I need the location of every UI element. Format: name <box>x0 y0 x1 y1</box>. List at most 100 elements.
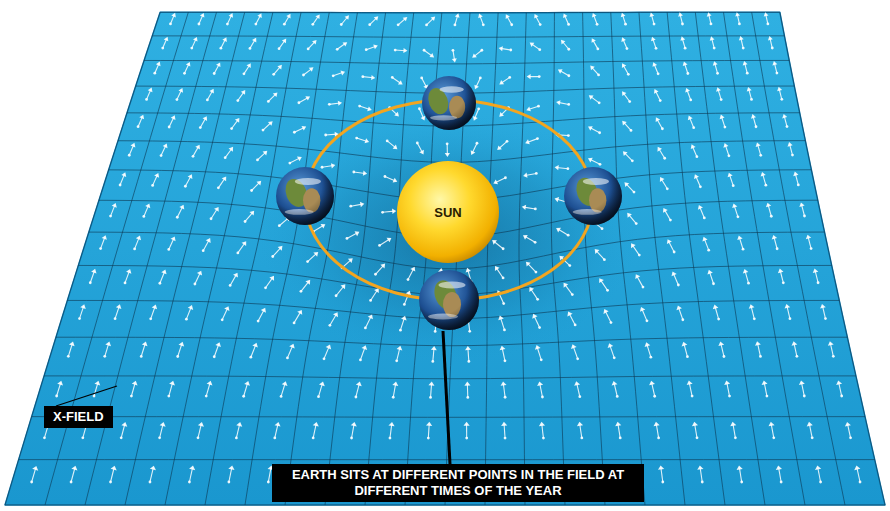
field-arrows <box>500 346 506 351</box>
field-arrows <box>427 437 430 440</box>
field-arrows <box>737 235 742 240</box>
field-arrows <box>592 38 596 43</box>
field-arrows <box>747 87 752 92</box>
field-arrows <box>761 172 766 177</box>
field-arrows <box>845 422 851 427</box>
field-arrows <box>671 271 676 276</box>
field-arrows <box>160 424 164 438</box>
field-arrows <box>176 98 179 101</box>
field-arrows <box>654 422 660 426</box>
field-arrows <box>466 268 471 273</box>
field-arrows <box>685 88 690 93</box>
field-grid <box>485 13 498 505</box>
field-arrows <box>395 359 398 362</box>
field-arrows <box>828 341 834 346</box>
field-arrows <box>202 249 205 252</box>
field-arrows <box>286 14 290 19</box>
field-arrows <box>431 360 434 363</box>
field-arrows <box>367 106 372 111</box>
field-grid <box>5 12 885 505</box>
field-arrows <box>121 422 127 427</box>
field-arrows <box>614 383 617 397</box>
field-arrows <box>398 80 403 84</box>
field-arrows <box>732 184 735 187</box>
field-arrows <box>282 39 286 44</box>
field-arrows <box>596 23 599 26</box>
field-arrows <box>309 67 314 71</box>
field-arrows <box>167 395 170 398</box>
sun-circle: SUN <box>396 160 500 264</box>
field-arrows <box>99 247 102 250</box>
field-arrows <box>728 395 731 398</box>
field-arrows <box>273 437 276 440</box>
field-arrows <box>301 126 306 131</box>
field-arrows <box>534 14 538 19</box>
field-arrows <box>340 71 345 76</box>
field-arrows <box>721 343 724 356</box>
field-arrows <box>848 424 851 438</box>
field-arrows <box>819 481 822 484</box>
field-arrows <box>243 72 246 75</box>
field-arrows <box>452 49 455 52</box>
field-arrows <box>654 89 659 94</box>
earth-globe <box>276 167 334 225</box>
field-arrows <box>743 61 748 66</box>
field-arrows <box>297 101 300 104</box>
field-arrows <box>612 381 618 386</box>
earth-globe <box>419 270 479 330</box>
field-arrows <box>702 237 707 242</box>
field-arrows <box>651 37 656 42</box>
field-arrows <box>580 437 583 440</box>
field-arrows <box>530 43 535 47</box>
field-arrows <box>242 395 245 398</box>
field-arrows <box>312 40 317 45</box>
field-arrows <box>467 384 469 398</box>
field-arrows <box>228 466 234 471</box>
field-arrows <box>193 37 198 42</box>
field-arrows <box>622 121 627 126</box>
field-arrows <box>723 143 728 148</box>
field-arrows <box>235 436 238 439</box>
field-arrows <box>540 358 543 361</box>
field-arrows <box>94 381 100 386</box>
field-arrows <box>365 138 370 143</box>
field-arrows <box>275 424 278 438</box>
field-arrows <box>312 437 315 440</box>
field-arrows <box>319 381 325 386</box>
field-arrows <box>429 396 432 399</box>
field-arrows <box>431 346 437 350</box>
field-arrows <box>416 142 419 145</box>
field-arrows <box>195 145 200 150</box>
field-arrows <box>473 116 478 121</box>
field-arrows <box>627 213 632 218</box>
field-grid <box>583 13 605 505</box>
field-arrows <box>859 481 862 484</box>
field-arrows <box>695 424 697 438</box>
field-arrows <box>426 422 432 426</box>
field-arrows <box>183 72 186 75</box>
field-arrows <box>655 47 658 50</box>
field-arrows <box>331 163 335 168</box>
field-arrows <box>713 305 719 310</box>
field-arrows <box>268 121 273 126</box>
field-arrows <box>222 177 226 182</box>
field-arrows <box>626 47 629 50</box>
field-arrows <box>359 358 362 361</box>
field-arrows <box>536 298 539 301</box>
field-arrows <box>351 422 357 426</box>
field-arrows <box>616 395 619 398</box>
field-arrows <box>778 269 784 274</box>
field-grid <box>144 60 789 63</box>
field-arrows <box>103 355 106 358</box>
field-arrows <box>660 177 665 182</box>
field-arrows <box>446 142 449 145</box>
field-arrows <box>658 465 664 469</box>
field-arrows <box>555 197 560 202</box>
field-arrows <box>207 381 213 386</box>
field-arrows <box>535 271 538 274</box>
field-arrows <box>653 23 656 26</box>
field-arrows <box>229 468 232 482</box>
field-arrows <box>588 158 593 163</box>
field-arrows <box>698 205 703 210</box>
field-arrows <box>538 75 541 78</box>
